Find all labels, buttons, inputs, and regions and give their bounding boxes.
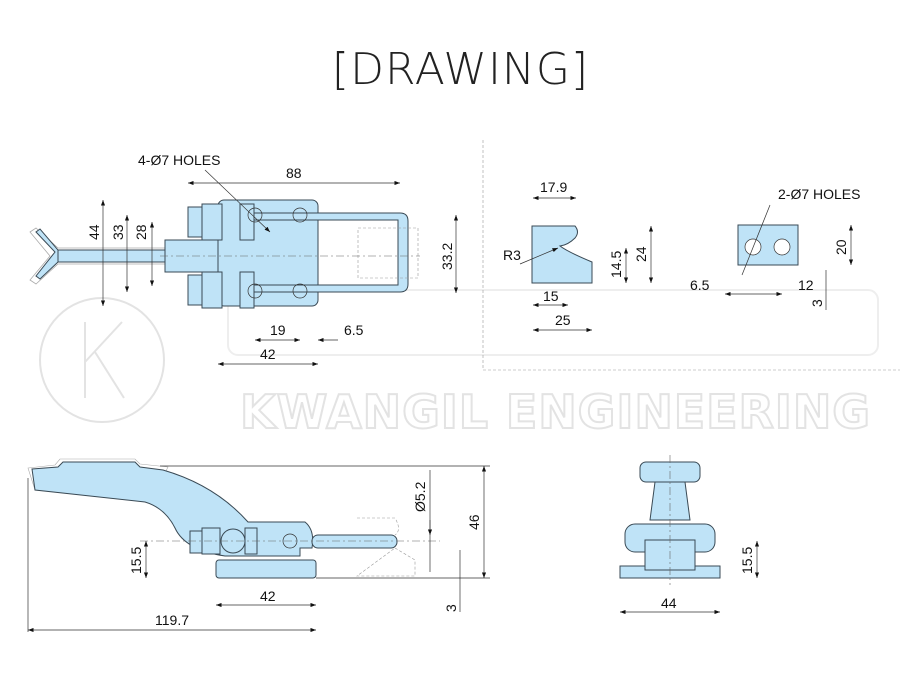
lever-neck (649, 481, 691, 521)
watermark-logo-circle (39, 297, 165, 423)
lever-arm (31, 461, 314, 557)
hole (292, 207, 308, 223)
dim-side-15-5: 15.5 (128, 547, 144, 574)
dim-88: 88 (286, 165, 302, 181)
holes-label: 4-Ø7 HOLES (138, 152, 220, 168)
dim-pin-dia: Ø5.2 (412, 481, 428, 512)
nut (239, 271, 255, 309)
nut (201, 203, 223, 241)
dim-28: 28 (133, 224, 149, 240)
dim-side-42: 42 (260, 588, 276, 604)
hook-ghost (357, 227, 419, 279)
base (215, 559, 317, 579)
nut (189, 530, 203, 554)
hole (247, 283, 263, 299)
nut (239, 203, 255, 241)
dim-44: 44 (86, 224, 102, 240)
dim-20: 20 (833, 239, 849, 255)
hole (773, 238, 791, 256)
front-view: 15.5 44 (619, 455, 760, 615)
hook-profile-view: 17.9 R3 14.5 24 15 25 (503, 179, 654, 333)
nut (187, 206, 203, 238)
watermark: KWANGIL ENGINEERING (39, 289, 879, 440)
dim-24: 24 (633, 246, 649, 262)
watermark-logo-k (84, 321, 125, 399)
watermark-korean-block (227, 289, 879, 356)
dim-front-15-5: 15.5 (739, 547, 755, 574)
dim-17-9: 17.9 (540, 179, 567, 195)
dim-33-2: 33.2 (439, 243, 455, 270)
dim-r3: R3 (503, 247, 521, 263)
top-view: 88 4-Ø7 HOLES 44 33 28 33.2 19 6.5 42 (29, 152, 459, 367)
dim-6-5: 6.5 (344, 322, 364, 338)
hook-ghost (356, 517, 416, 577)
hole (247, 207, 263, 223)
dim-side-3: 3 (443, 604, 459, 612)
dim-plate-3: 3 (809, 299, 825, 307)
dim-46: 46 (466, 514, 482, 530)
dim-119-7: 119.7 (155, 612, 189, 628)
handle-rod (57, 249, 169, 263)
dim-42: 42 (260, 346, 276, 362)
dim-33: 33 (110, 224, 126, 240)
nut (201, 271, 223, 309)
dim-front-44: 44 (661, 595, 677, 611)
dim-12: 12 (798, 277, 814, 293)
dim-plate-6-5: 6.5 (690, 277, 710, 293)
dim-15: 15 (543, 288, 559, 304)
handle-grip (35, 228, 59, 280)
nut (187, 274, 203, 306)
plunger (311, 534, 398, 549)
hook-plate-view: 2-Ø7 HOLES 20 6.5 12 3 (690, 186, 860, 310)
dim-19: 19 (270, 322, 286, 338)
watermark-text: KWANGIL ENGINEERING (240, 385, 870, 439)
dim-25: 25 (555, 312, 571, 328)
drawing-title: [DRAWING] (331, 44, 590, 95)
hole (292, 283, 308, 299)
plate-holes-label: 2-Ø7 HOLES (778, 186, 860, 202)
dim-14-5: 14.5 (608, 251, 624, 278)
hook-profile (531, 225, 593, 284)
side-view: Ø5.2 46 15.5 42 3 119.7 (27, 458, 490, 633)
